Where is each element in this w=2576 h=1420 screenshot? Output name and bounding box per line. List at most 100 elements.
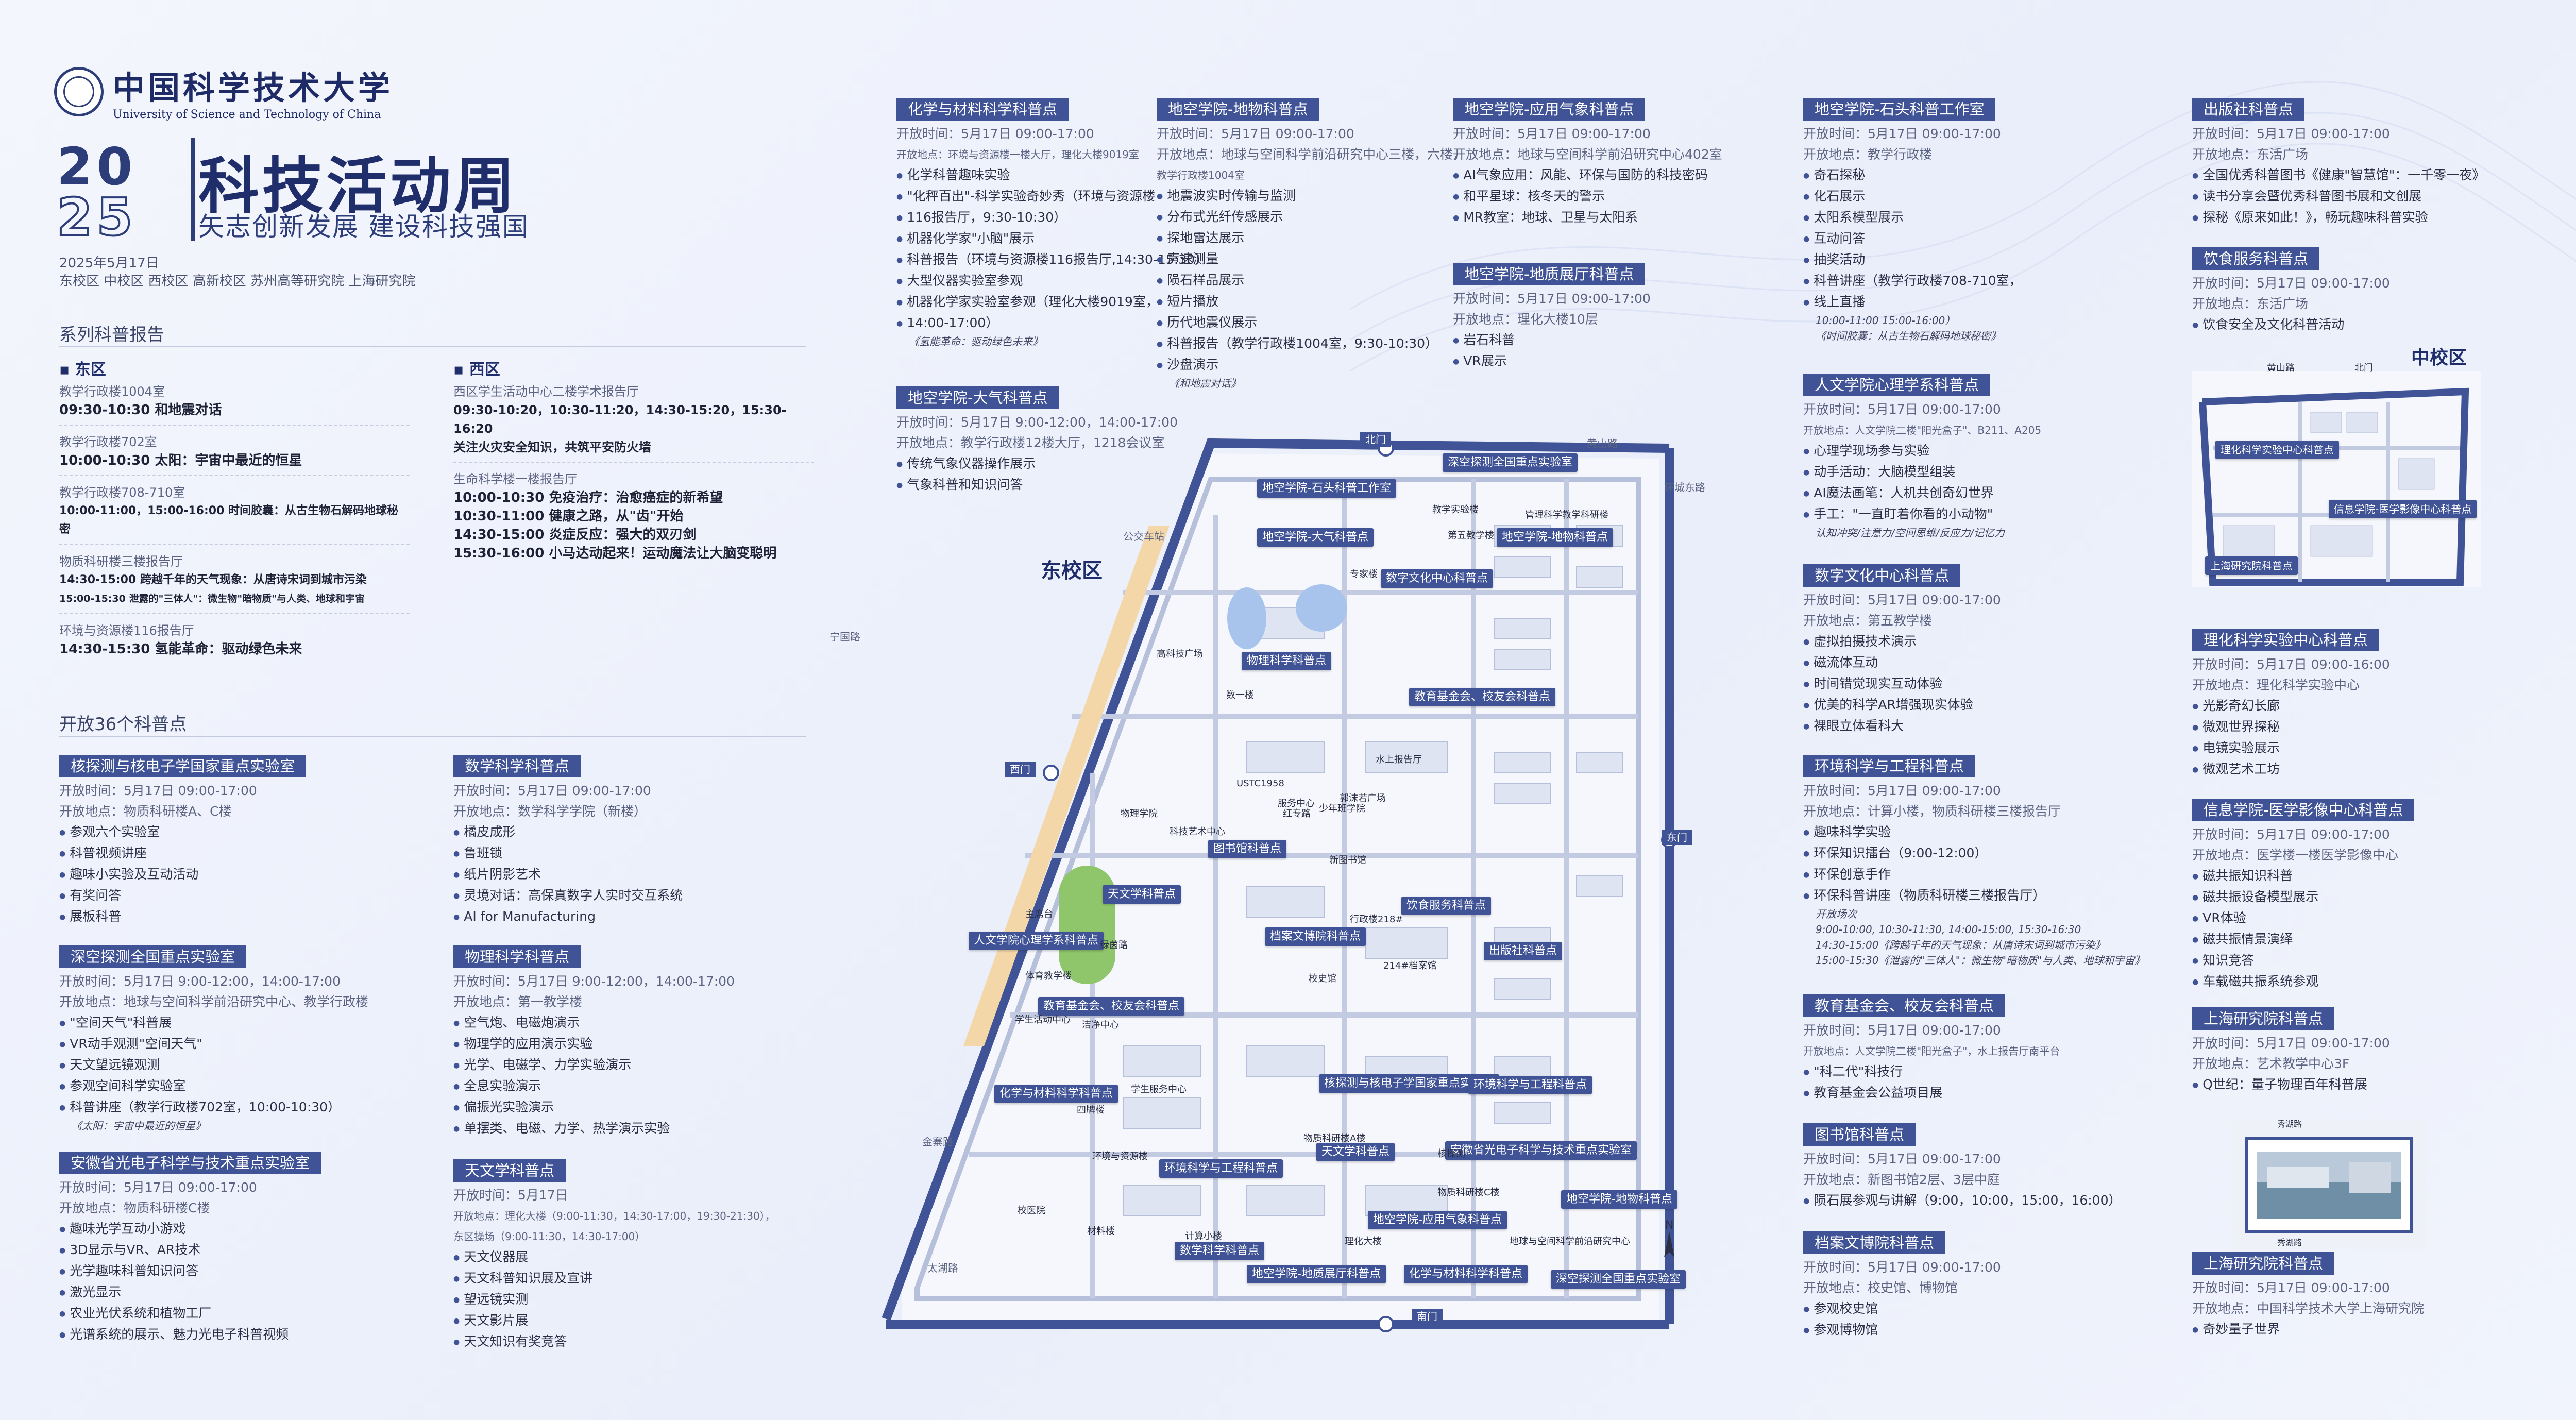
- block-time: 开放时间：5月17日: [453, 1188, 568, 1203]
- block-item: 沙盘演示: [1157, 354, 1466, 376]
- activity-block-b5: 物理科学科普点开放时间：5月17日 9:00-12:00，14:00-17:00…: [453, 945, 735, 1139]
- university-logo: 中国科学技术大学 University of Science and Techn…: [54, 62, 393, 121]
- block-item: 太阳系模型展示: [1803, 207, 2022, 228]
- block-time: 开放时间：5月17日 09:00-17:00: [1803, 783, 2001, 798]
- block-item: 优美的科学AR增强现实体验: [1803, 695, 2001, 716]
- points-heading: 开放36个科普点: [59, 714, 187, 735]
- block-item: 空气炮、电磁炮演示: [453, 1012, 735, 1034]
- block-item: 科普视频讲座: [59, 843, 306, 864]
- block-item: 天文科普知识展及宣讲: [453, 1268, 775, 1289]
- map-callout: 地空学院-石头科普工作室: [1257, 479, 1396, 498]
- block-item: 橘皮成形: [453, 822, 683, 843]
- block-item: 科普讲座（教学行政楼708-710室，: [1803, 271, 2022, 292]
- block-title: 上海研究院科普点: [2192, 1007, 2335, 1030]
- block-location: 开放地点：中国科学技术大学上海研究院: [2192, 1301, 2425, 1316]
- block-item: 天文影片展: [453, 1310, 775, 1331]
- event-date: 2025年5月17日: [59, 256, 159, 271]
- block-time: 开放时间：5月17日 9:00-12:00，14:00-17:00: [896, 415, 1178, 430]
- map-place: 物理学院: [1121, 808, 1158, 819]
- map-place: 科技艺术中心: [1170, 826, 1225, 837]
- block-time: 开放时间：5月17日 09:00-17:00: [1803, 1152, 2001, 1167]
- report-title: 关注火灾安全知识，共筑平安防火墙: [453, 440, 651, 454]
- block-title: 饮食服务科普点: [2192, 247, 2320, 270]
- block-item: 裸眼立体看科大: [1803, 716, 2001, 737]
- block-title: 出版社科普点: [2192, 98, 2305, 121]
- block-item: 声速测量: [1157, 249, 1466, 270]
- map-place: 第五教学楼: [1448, 530, 1494, 541]
- svg-text:N: N: [1665, 1219, 1673, 1232]
- block-item: 传统气象仪器操作展示: [896, 453, 1178, 475]
- map-place: 物质科研楼C楼: [1437, 1187, 1500, 1198]
- block-item: 光学、电磁学、力学实验演示: [453, 1055, 735, 1076]
- block-title: 地空学院-大气科普点: [896, 386, 1059, 409]
- block-item: 科普报告（教学行政楼1004室，9:30-10:30）: [1157, 333, 1466, 354]
- map-callout: 教育基金会、校友会科普点: [1409, 688, 1556, 706]
- block-item: 纸片阴影艺术: [453, 864, 683, 885]
- map-place: 214#档案馆: [1383, 960, 1437, 971]
- block-item: 读书分享会暨优秀科普图书展和文创展: [2192, 186, 2485, 207]
- map-place: 少年班学院: [1319, 803, 1365, 814]
- block-item: 历代地震仪展示: [1157, 312, 1466, 333]
- map-place: 服务中心: [1278, 798, 1315, 809]
- report-location: 物质科研楼三楼报告厅: [59, 554, 183, 569]
- map-place: 四牌楼: [1077, 1105, 1105, 1115]
- block-location: 开放地点：物质科研楼C楼: [59, 1201, 210, 1215]
- block-note: 《时间胶囊：从古生物石解码地球秘密》: [1816, 330, 2001, 342]
- block-title: 化学与材料科学科普点: [896, 98, 1069, 121]
- map-place: 核探测: [1437, 1148, 1465, 1159]
- map-place: 洁净中心: [1082, 1020, 1119, 1030]
- map-place: 高科技广场: [1157, 649, 1203, 660]
- block-item: 天文仪器展: [453, 1247, 775, 1268]
- map-callout: 深空探测全国重点实验室: [1443, 453, 1578, 472]
- block-location: 开放地点：理化大楼（9:00-11:30，14:30-17:00，19:30-2…: [453, 1210, 775, 1222]
- map-callout: 地空学院-地质展厅科普点: [1247, 1265, 1386, 1283]
- reports-rule: [59, 346, 806, 347]
- block-item: 和平星球：核冬天的警示: [1453, 186, 1722, 207]
- map-place: 管理科学教学科研楼: [1525, 510, 1608, 520]
- report-location: 教学行政楼702室: [59, 435, 157, 449]
- block-title: 地空学院-地物科普点: [1157, 98, 1319, 121]
- block-item: 物理学的应用演示实验: [453, 1034, 735, 1055]
- map-place: 材料楼: [1087, 1226, 1115, 1237]
- map-place: 理化大楼: [1345, 1236, 1382, 1247]
- block-location: 教学行政楼1004室: [1157, 169, 1245, 181]
- title-divider: [191, 138, 195, 241]
- block-item: 激光显示: [59, 1282, 321, 1303]
- map-callout: 数字文化中心科普点: [1381, 569, 1494, 588]
- map-callout: 安徽省光电子科学与技术重点实验室: [1445, 1141, 1637, 1160]
- map-place: 行政楼218#: [1350, 914, 1403, 925]
- reports-east: ▪ 东区 教学行政楼1004室 09:30-10:30 和地震对话 教学行政楼7…: [59, 361, 410, 658]
- map-place: 主席台: [1025, 909, 1053, 920]
- map-callout: 化学与材料科学科普点: [994, 1085, 1118, 1103]
- block-item: 磁流体互动: [1803, 652, 2001, 673]
- block-location: 开放地点：人文学院二楼"阳光盒子"、B211、A205: [1803, 424, 2042, 436]
- block-item: 机器化学家实验室参观（理化大楼9019室，: [896, 292, 1208, 313]
- map-place: 地球与空间科学前沿研究中心: [1510, 1236, 1630, 1247]
- map-place: 计算小楼: [1185, 1231, 1222, 1242]
- map-callout: 地空学院-地物科普点: [1561, 1190, 1677, 1209]
- block-time: 开放时间：5月17日 09:00-17:00: [453, 783, 651, 798]
- block-location: 东区操场（9:00-11:30，14:30-17:00）: [453, 1230, 646, 1243]
- inset-callout: 信息学院-医学影像中心科普点: [2329, 500, 2477, 518]
- report-title: 14:30-15:00 炎症反应：强大的双刃剑: [453, 527, 697, 543]
- block-item: 探地雷达展示: [1157, 228, 1466, 249]
- block-time: 开放时间：5月17日 09:00-17:00: [1803, 593, 2001, 607]
- block-title: 人文学院心理学系科普点: [1803, 374, 1991, 396]
- map-place: 绿茵路: [1100, 940, 1128, 951]
- block-title: 教育基金会、校友会科普点: [1803, 994, 2006, 1017]
- road-label: 金寨路: [922, 1136, 953, 1148]
- report-title: 10:00-11:00，15:00-16:00 时间胶囊：从古生物石解码地球秘密: [59, 504, 399, 536]
- block-note: 《氢能革命：驱动绿色未来》: [909, 335, 1043, 348]
- block-time: 开放时间：5月17日 09:00-17:00: [59, 1180, 257, 1195]
- block-item: 磁共振知识科普: [2192, 866, 2414, 887]
- block-title: 地空学院-地质展厅科普点: [1453, 263, 1646, 285]
- report-location: 环境与资源楼116报告厅: [59, 623, 194, 638]
- block-time: 开放时间：5月17日 09:00-17:00: [2192, 1036, 2390, 1051]
- block-note: 《太阳：宇宙中最近的恒星》: [72, 1120, 206, 1132]
